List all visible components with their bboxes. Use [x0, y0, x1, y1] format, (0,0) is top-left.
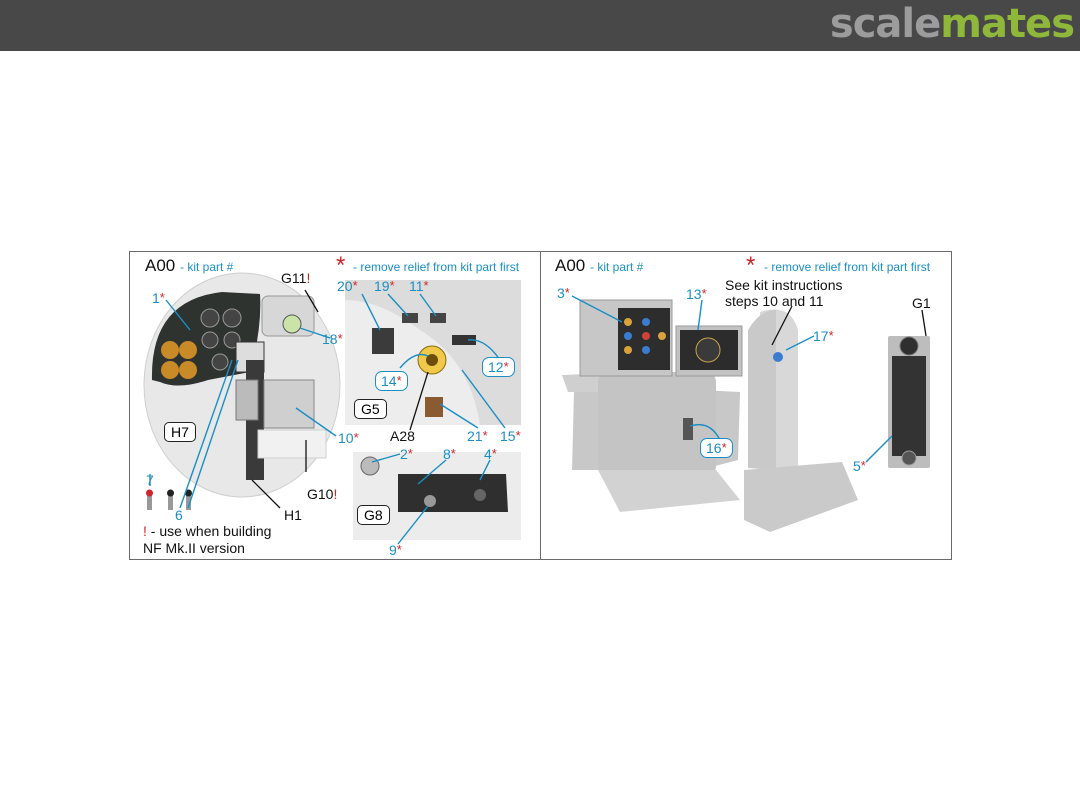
- leader-lines-right-black: [771, 305, 927, 346]
- label-10: 10*: [338, 430, 359, 446]
- leader-lines-left: [149, 293, 506, 545]
- kit-code: A00: [145, 256, 176, 275]
- label-4: 4*: [484, 446, 497, 462]
- label-5: 5*: [853, 458, 866, 474]
- label-19: 19*: [374, 278, 395, 294]
- label-20: 20*: [337, 278, 358, 294]
- kit-part-label: - kit part #: [180, 260, 234, 274]
- label-7: 7: [146, 472, 154, 488]
- instructions-note-line2: steps 10 and 11: [725, 293, 824, 309]
- instructions-note: See kit instructions: [725, 277, 843, 293]
- seat-illustration: [562, 299, 930, 532]
- label-h1: H1: [284, 507, 302, 523]
- label-2: 2*: [400, 446, 413, 462]
- use-note: ! - use when building: [143, 523, 272, 539]
- site-header: scalemates: [0, 0, 1080, 51]
- label-g11: G11!: [281, 270, 311, 286]
- label-18: 18*: [322, 331, 343, 347]
- g5-inset: [345, 280, 521, 425]
- label-6: 6: [175, 507, 183, 523]
- label-g5: G5: [354, 399, 387, 419]
- label-14: 14*: [375, 371, 408, 391]
- relief-star-icon: *: [336, 252, 346, 279]
- relief-note-right: - remove relief from kit part first: [764, 260, 931, 274]
- label-3: 3*: [557, 285, 570, 301]
- panel-divider: [540, 251, 541, 560]
- label-1: 1*: [152, 290, 165, 306]
- g8-inset: [353, 452, 521, 540]
- label-g1: G1: [912, 295, 931, 311]
- kit-part-label-right: - kit part #: [590, 260, 644, 274]
- leader-lines-black: [251, 289, 429, 509]
- label-g8: G8: [357, 505, 390, 525]
- label-12: 12*: [482, 357, 515, 377]
- label-a28: A28: [390, 428, 415, 444]
- instrument-panel-illustration: [143, 272, 341, 498]
- label-h7: H7: [164, 422, 196, 442]
- leader-lines-right: [571, 295, 893, 463]
- label-8: 8*: [443, 446, 456, 462]
- kit-code-right: A00: [555, 256, 586, 275]
- label-16: 16*: [700, 438, 733, 458]
- relief-note: - remove relief from kit part first: [353, 260, 520, 274]
- label-17: 17*: [813, 328, 834, 344]
- pins-illustration: [146, 489, 192, 510]
- label-g10: G10!: [307, 486, 338, 502]
- use-note-line2: NF Mk.II version: [143, 540, 245, 556]
- label-21: 21*: [467, 428, 488, 444]
- relief-star-icon-right: *: [746, 252, 756, 279]
- label-15: 15*: [500, 428, 521, 444]
- label-9: 9*: [389, 542, 402, 558]
- scalemates-logo[interactable]: scalemates: [829, 1, 1075, 47]
- label-13: 13*: [686, 286, 707, 302]
- label-11: 11*: [409, 278, 429, 294]
